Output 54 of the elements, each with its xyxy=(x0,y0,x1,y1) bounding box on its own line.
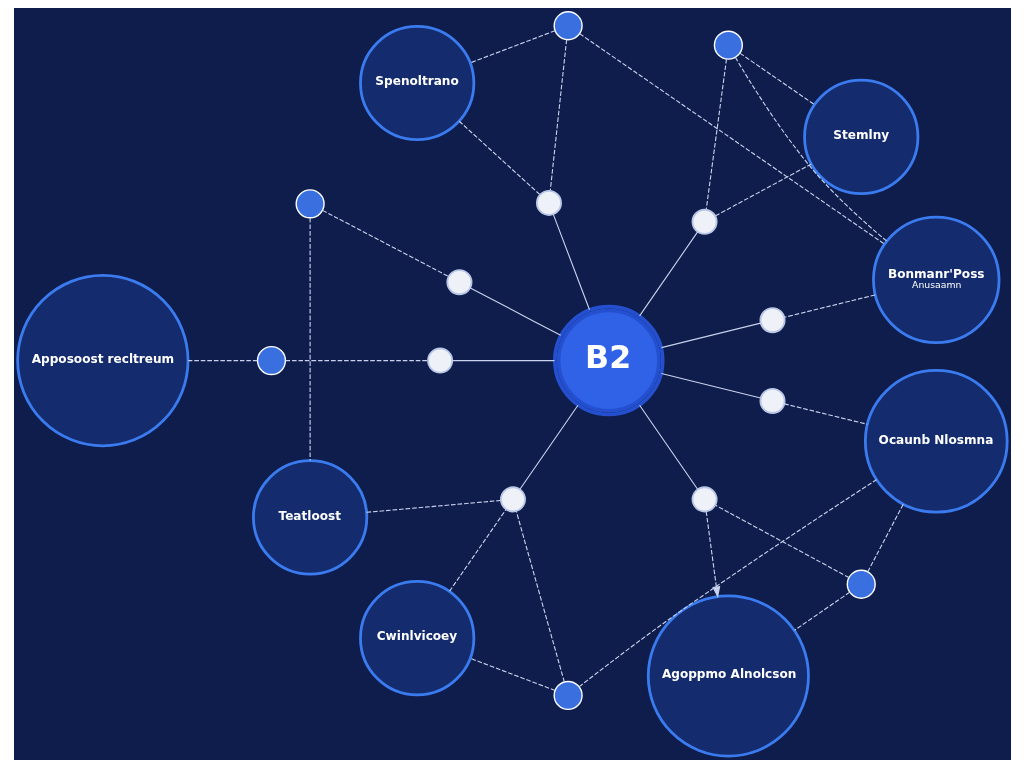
connector xyxy=(451,360,555,362)
node-circle xyxy=(553,11,583,41)
node-circle xyxy=(846,569,876,599)
node-circle xyxy=(256,345,286,376)
arrow xyxy=(705,510,720,598)
connector xyxy=(552,213,590,311)
connector xyxy=(515,510,565,683)
connector xyxy=(284,360,429,362)
node-circle xyxy=(426,347,453,374)
connector xyxy=(321,209,449,278)
connector xyxy=(660,373,761,399)
connector xyxy=(518,404,578,490)
connector xyxy=(783,403,868,425)
connector xyxy=(783,294,876,318)
node-circle xyxy=(759,387,786,414)
node-circle: Bonmanr'Poss Anusaamn xyxy=(871,215,1000,345)
connector xyxy=(469,287,561,336)
connector xyxy=(638,404,698,490)
node-circle xyxy=(295,189,325,219)
connector xyxy=(739,52,815,106)
connector xyxy=(714,504,849,579)
connector xyxy=(660,322,761,349)
node-circle: Spenoltrano xyxy=(358,24,475,142)
node-circle: Teatloost xyxy=(251,459,368,576)
node-circle xyxy=(691,486,718,513)
node-circle: Agoppmo Alnolcson xyxy=(646,594,810,758)
connector xyxy=(448,508,507,592)
connector xyxy=(734,57,887,242)
node-circle xyxy=(759,307,786,334)
connector xyxy=(578,33,885,245)
connector xyxy=(714,163,812,217)
node-circle: B2 xyxy=(552,304,665,417)
node-circle: Stemlny xyxy=(802,78,919,195)
connector xyxy=(365,499,501,513)
connector xyxy=(793,591,850,631)
node-circle xyxy=(691,208,718,235)
connector xyxy=(187,360,258,362)
node-circle xyxy=(445,269,472,296)
connector xyxy=(469,657,556,691)
connector xyxy=(309,217,311,462)
connector xyxy=(458,120,540,196)
node-circle xyxy=(499,486,526,513)
connector xyxy=(578,479,877,688)
node-circle xyxy=(713,30,743,60)
connector xyxy=(866,503,904,573)
node-circle xyxy=(553,680,583,711)
connector xyxy=(705,58,727,210)
node-circle: Cwinlvicoey xyxy=(358,580,475,697)
connector xyxy=(469,30,556,64)
node-circle: Ocaunb Nlosmna xyxy=(863,369,1009,514)
node-circle xyxy=(535,189,562,216)
connector xyxy=(638,231,698,317)
node-circle: Apposoost recltreum xyxy=(15,274,189,448)
connector xyxy=(549,39,567,192)
